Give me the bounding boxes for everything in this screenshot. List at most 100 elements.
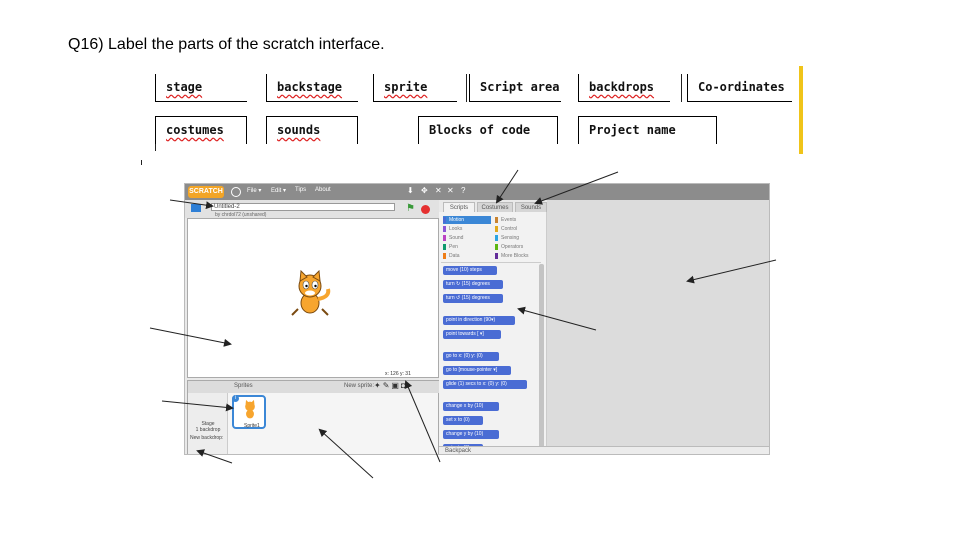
sprite-thumbnail[interactable]: i Sprite1	[232, 395, 266, 429]
label-sounds-text: sounds	[277, 123, 321, 137]
new-sprite-label: New sprite:	[344, 383, 375, 389]
cat-thumbnail-icon	[245, 399, 255, 419]
label-backdrops: backdrops	[578, 74, 670, 102]
code-block[interactable]: turn ↺ (15) degrees	[443, 294, 503, 303]
view-toggle-icon[interactable]	[191, 204, 201, 212]
sprites-header: Sprites New sprite: ✦✎▣◘	[188, 381, 440, 393]
menu-file[interactable]: File ▾	[247, 188, 262, 194]
label-backdrops-text: backdrops	[589, 80, 655, 94]
label-sprite-text: sprite	[384, 80, 428, 94]
scratch-logo[interactable]: SCRATCH	[188, 186, 224, 198]
label-blocks-of-code: Blocks of code	[418, 116, 558, 144]
label-project-name: Project name	[578, 116, 717, 144]
scratch-interface: SCRATCH File ▾ Edit ▾ Tips About ⬇ ✥ ✕ ✕…	[184, 183, 770, 455]
code-block[interactable]: point in direction (90▾)	[443, 316, 515, 325]
project-title-bar: Untitled-2 by chrdol72 (unshared) ⚑	[185, 200, 439, 218]
category-label: Sensing	[501, 235, 520, 241]
palette-scrollbar[interactable]	[539, 264, 544, 452]
new-backdrop-label: New backdrop:	[190, 435, 224, 441]
category-motion[interactable]: Motion	[443, 216, 491, 224]
category-sensing[interactable]: Sensing	[495, 234, 543, 242]
cat-sprite-icon[interactable]	[288, 269, 332, 319]
category-label: Motion	[449, 217, 465, 223]
stop-icon[interactable]	[421, 205, 430, 214]
stage-thumbnail-column[interactable]: Stage 1 backdrop New backdrop:	[188, 393, 228, 454]
tab-sounds[interactable]: Sounds	[515, 202, 547, 212]
label-backstage: backstage	[266, 74, 358, 102]
category-control[interactable]: Control	[495, 225, 543, 233]
help-icon[interactable]: ?	[461, 186, 466, 195]
category-data[interactable]: Data	[443, 252, 491, 260]
globe-icon[interactable]	[231, 187, 241, 197]
tab-scripts[interactable]: Scripts	[443, 202, 475, 212]
label-sprite: sprite	[373, 74, 457, 102]
arrow-sprite	[161, 400, 234, 412]
category-pen[interactable]: Pen	[443, 243, 491, 251]
label-stage-text: stage	[166, 80, 203, 94]
code-block[interactable]: set x to (0)	[443, 416, 483, 425]
new-sprite-icons[interactable]: ✦✎▣◘	[374, 381, 408, 390]
label-project-name-text: Project name	[589, 123, 676, 137]
move-icon[interactable]: ✥	[421, 186, 428, 195]
backpack[interactable]: Backpack	[439, 446, 769, 454]
category-color-swatch	[495, 226, 498, 232]
menu-edit[interactable]: Edit ▾	[271, 188, 287, 194]
green-flag-icon[interactable]: ⚑	[406, 203, 415, 214]
palette-divider	[441, 262, 541, 263]
shrink-icon[interactable]: ✕	[447, 186, 454, 195]
arrow-script-area	[686, 259, 777, 284]
category-operators[interactable]: Operators	[495, 243, 543, 251]
category-label: Events	[501, 217, 517, 223]
label-blocks-of-code-text: Blocks of code	[429, 123, 531, 137]
arrow-coordinates	[404, 380, 441, 463]
category-color-swatch	[495, 253, 498, 259]
editor-tabs: Scripts Costumes Sounds	[441, 200, 549, 212]
category-more-blocks[interactable]: More Blocks	[495, 252, 543, 260]
sprites-title: Sprites	[234, 383, 253, 389]
arrow-stage	[149, 327, 232, 347]
label-coordinates: Co-ordinates	[687, 74, 792, 102]
category-label: Operators	[501, 244, 524, 250]
category-label: Looks	[449, 226, 463, 232]
category-events[interactable]: Events	[495, 216, 543, 224]
stamp-icon[interactable]: ⬇	[407, 186, 414, 195]
category-looks[interactable]: Looks	[443, 225, 491, 233]
question-text: Q16) Label the parts of the scratch inte…	[68, 36, 385, 53]
tab-costumes[interactable]: Costumes	[477, 202, 513, 212]
menu-bar: SCRATCH File ▾ Edit ▾ Tips About ⬇ ✥ ✕ ✕…	[185, 184, 769, 200]
stage[interactable]	[187, 218, 439, 378]
category-color-swatch	[495, 244, 498, 250]
menu-about[interactable]: About	[315, 187, 331, 193]
arrow-project-name	[169, 199, 214, 210]
category-label: Control	[501, 226, 518, 232]
code-block[interactable]: go to x: (0) y: (0)	[443, 352, 499, 361]
code-block[interactable]: turn ↻ (15) degrees	[443, 280, 503, 289]
arrow-blocks	[517, 306, 597, 331]
code-block[interactable]: change y by (10)	[443, 430, 499, 439]
category-label: Data	[449, 253, 460, 259]
code-block[interactable]: move (10) steps	[443, 266, 497, 275]
grow-icon[interactable]: ✕	[435, 186, 442, 195]
divider	[681, 74, 682, 102]
category-sound[interactable]: Sound	[443, 234, 491, 242]
menu-tips[interactable]: Tips	[295, 187, 307, 193]
label-costumes-text: costumes	[166, 123, 224, 137]
sprite-name: Sprite1	[244, 423, 260, 429]
category-color-swatch	[443, 217, 446, 223]
label-script-area-text: Script area	[480, 80, 560, 94]
tick-mark	[155, 144, 156, 151]
code-block[interactable]: go to [mouse-pointer ▾]	[443, 366, 511, 375]
code-block[interactable]: point towards [ ▾]	[443, 330, 501, 339]
label-sounds: sounds	[266, 116, 358, 144]
category-color-swatch	[443, 226, 446, 232]
info-icon[interactable]: i	[232, 395, 239, 402]
code-block[interactable]: glide (1) secs to x: (0) y: (0)	[443, 380, 527, 389]
category-label: Pen	[449, 244, 458, 250]
mouse-coordinates: x: 126 y: 31	[385, 371, 411, 377]
yellow-accent-bar	[799, 66, 803, 154]
code-block[interactable]: change x by (10)	[443, 402, 499, 411]
sprites-panel: Sprites New sprite: ✦✎▣◘ Stage 1 backdro…	[187, 380, 440, 454]
category-color-swatch	[443, 244, 446, 250]
category-color-swatch	[443, 253, 446, 259]
